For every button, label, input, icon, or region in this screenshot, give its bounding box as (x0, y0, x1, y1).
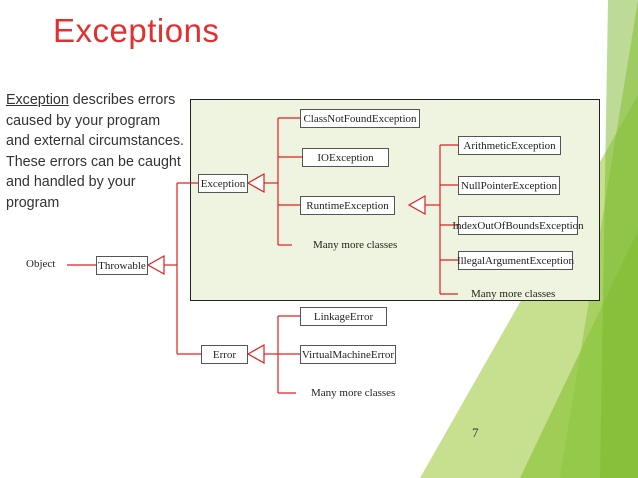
index-out-of-bounds-exception-box: IndexOutOfBoundsException (452, 216, 584, 235)
object-label: Object (26, 258, 56, 270)
virtual-machine-error-box: VirtualMachineError (300, 345, 396, 364)
error-box: Error (201, 345, 248, 364)
exception-box: Exception (198, 174, 248, 193)
white-corner (0, 445, 60, 478)
exception-link-text: Exception (6, 92, 69, 108)
throwable-box: Throwable (96, 256, 148, 275)
green-decor-shape (600, 0, 638, 478)
runtime-exception-box: RuntimeException (300, 196, 395, 215)
class-not-found-exception-box: ClassNotFoundException (300, 109, 420, 128)
illegal-argument-exception-box: IllegalArgumentException (457, 251, 574, 270)
slide-title: Exceptions (53, 12, 220, 49)
runtime-more-classes-label: Many more classes (471, 288, 556, 300)
linkage-error-box: LinkageError (300, 307, 387, 326)
slide-description: Exception describes errors caused by you… (6, 90, 184, 213)
exception-panel (190, 99, 600, 301)
arithmetic-exception-box: ArithmeticException (458, 136, 561, 155)
description-text: describes errors caused by your program … (6, 92, 184, 211)
exception-more-classes-label: Many more classes (313, 239, 398, 251)
null-pointer-exception-box: NullPointerException (458, 176, 560, 195)
error-more-classes-label: Many more classes (311, 387, 396, 399)
page-number: 7 (472, 425, 479, 440)
io-exception-box: IOException (302, 148, 389, 167)
